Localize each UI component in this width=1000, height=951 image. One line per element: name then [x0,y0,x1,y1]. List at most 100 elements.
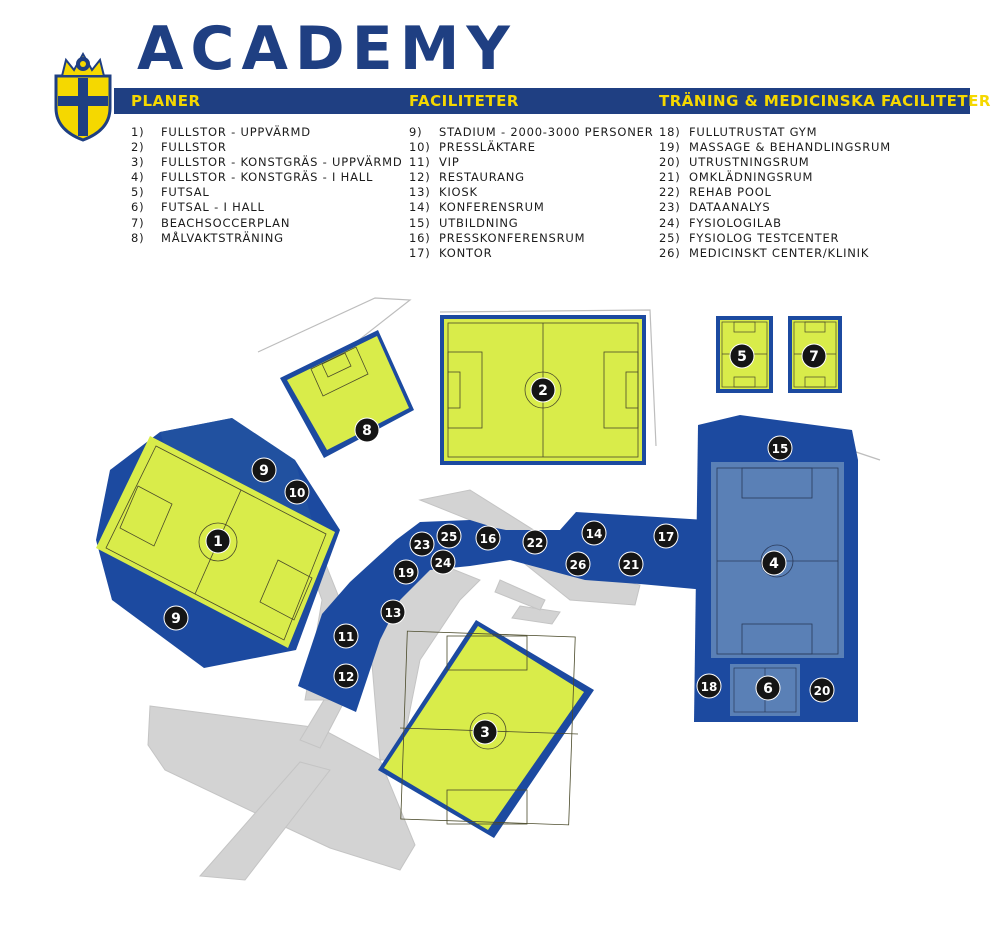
crest-logo [52,46,114,142]
legend-item-label: FULLSTOR - KONSTGRÄS - UPPVÄRMD [161,155,403,170]
map-marker-label: 21 [623,558,640,572]
map-marker-3[interactable]: 3 [472,719,498,745]
map-marker-6[interactable]: 6 [755,675,781,701]
map-marker-8[interactable]: 8 [354,417,380,443]
map-marker-19[interactable]: 19 [393,559,419,585]
legend-item-label: MASSAGE & BEHANDLINGSRUM [689,140,891,155]
column-heading-faciliteter: FACILITETER [409,92,519,110]
legend-item: 26) MEDICINSKT CENTER/KLINIK [659,246,891,261]
legend-item-label: MÅLVAKTSTRÄNING [161,230,284,245]
legend-item: 14) KONFERENSRUM [409,200,654,215]
map-marker-label: 16 [480,532,497,546]
legend-item: 3) FULLSTOR - KONSTGRÄS - UPPVÄRMD [131,155,402,170]
legend-item: 17)KONTOR [409,246,654,261]
pitch-2 [440,315,646,465]
map-marker-25[interactable]: 25 [436,523,462,549]
legend-item-number: 18) [659,125,681,139]
map-marker-9[interactable]: 9 [251,457,277,483]
map-marker-4[interactable]: 4 [761,550,787,576]
legend-item-number: 21) [659,170,681,185]
page-title: ACADEMY [137,14,517,84]
map-marker-17[interactable]: 17 [653,523,679,549]
map-marker-label: 3 [480,725,490,741]
legend-item-label: FUTSAL - I HALL [161,200,265,215]
map-marker-12[interactable]: 12 [333,663,359,689]
legend-item-number: 5) [131,185,145,200]
map-marker-2[interactable]: 2 [530,377,556,403]
map-marker-label: 6 [763,681,773,697]
map-marker-1[interactable]: 1 [205,528,231,554]
map-marker-9[interactable]: 9 [163,605,189,631]
map-marker-18[interactable]: 18 [696,673,722,699]
legend-item-label: REHAB POOL [689,185,772,200]
map-marker-26[interactable]: 26 [565,551,591,577]
map-marker-label: 25 [441,530,458,544]
legend-item-label: DATAANALYS [689,200,771,215]
legend-item: 2) FULLSTOR [131,140,402,155]
legend-item-label: MEDICINSKT CENTER/KLINIK [689,245,870,260]
map-marker-label: 12 [338,670,355,684]
legend-item-label: RESTAURANG [439,170,525,185]
pitch-8 [280,330,414,458]
legend-item-number: 14) [409,200,431,215]
column-heading-traning: TRÄNING & MEDICINSKA FACILITETER [659,92,991,110]
legend-item-number: 6) [131,200,145,215]
map-marker-label: 9 [171,611,181,627]
legend-item-number: 7) [131,215,145,230]
legend-item-label: UTBILDNING [439,215,519,230]
legend-item: 6) FUTSAL - I HALL [131,200,402,215]
map-marker-7[interactable]: 7 [801,343,827,369]
map-marker-22[interactable]: 22 [522,529,548,555]
legend-item-number: 1) [131,125,145,139]
map-marker-label: 5 [737,349,747,365]
map-marker-23[interactable]: 23 [409,531,435,557]
map-marker-label: 18 [701,680,718,694]
map-marker-10[interactable]: 10 [284,479,310,505]
legend-item-number: 15) [409,215,431,230]
map-marker-21[interactable]: 21 [618,551,644,577]
legend-item-label: FULLSTOR - KONSTGRÄS - I HALL [161,170,374,185]
map-marker-11[interactable]: 11 [333,623,359,649]
legend-item: 23) DATAANALYS [659,200,891,215]
map-marker-16[interactable]: 16 [475,525,501,551]
legend-item-label: KONTOR [439,245,493,260]
map-marker-label: 2 [538,383,548,399]
legend-item-number: 24) [659,215,681,230]
legend-item-number: 8) [131,230,145,245]
map-marker-14[interactable]: 14 [581,520,607,546]
legend-item-number: 2) [131,140,145,155]
legend-item-label: KONFERENSRUM [439,200,545,215]
map-marker-label: 19 [398,566,415,580]
map-marker-20[interactable]: 20 [809,677,835,703]
legend-item-number: 12) [409,170,431,185]
legend-item-number: 3) [131,155,145,170]
legend-item-number: 23) [659,200,681,215]
map-marker-5[interactable]: 5 [729,343,755,369]
legend-item-number: 20) [659,155,681,170]
legend-item: 18)FULLUTRUSTAT GYM [659,125,891,140]
legend-item: 1)FULLSTOR - UPPVÄRMD [131,125,402,140]
legend-item: 19) MASSAGE & BEHANDLINGSRUM [659,140,891,155]
legend-item: 24)FYSIOLOGILAB [659,216,891,231]
map-marker-label: 24 [435,556,452,570]
legend-item-number: 9) [409,125,423,139]
legend-item: 21) OMKLÄDNINGSRUM [659,170,891,185]
legend-item: 7)BEACHSOCCERPLAN [131,216,402,231]
legend-item-number: 22) [659,185,681,200]
legend-item: 20)UTRUSTNINGSRUM [659,155,891,170]
map-marker-13[interactable]: 13 [380,599,406,625]
legend-item: 9)STADIUM - 2000-3000 PERSONER [409,125,654,140]
map-marker-15[interactable]: 15 [767,435,793,461]
legend-item-label: FYSIOLOG TESTCENTER [689,230,840,245]
map-marker-24[interactable]: 24 [430,549,456,575]
legend-item-label: FULLSTOR [161,140,227,155]
legend-item: 13)KIOSK [409,185,654,200]
legend-item-number: 11) [409,155,431,170]
map-marker-label: 1 [213,534,223,550]
legend-item-label: OMKLÄDNINGSRUM [689,170,814,185]
legend-item-number: 19) [659,140,681,155]
legend-item-number: 26) [659,245,681,260]
map-marker-label: 13 [385,606,402,620]
